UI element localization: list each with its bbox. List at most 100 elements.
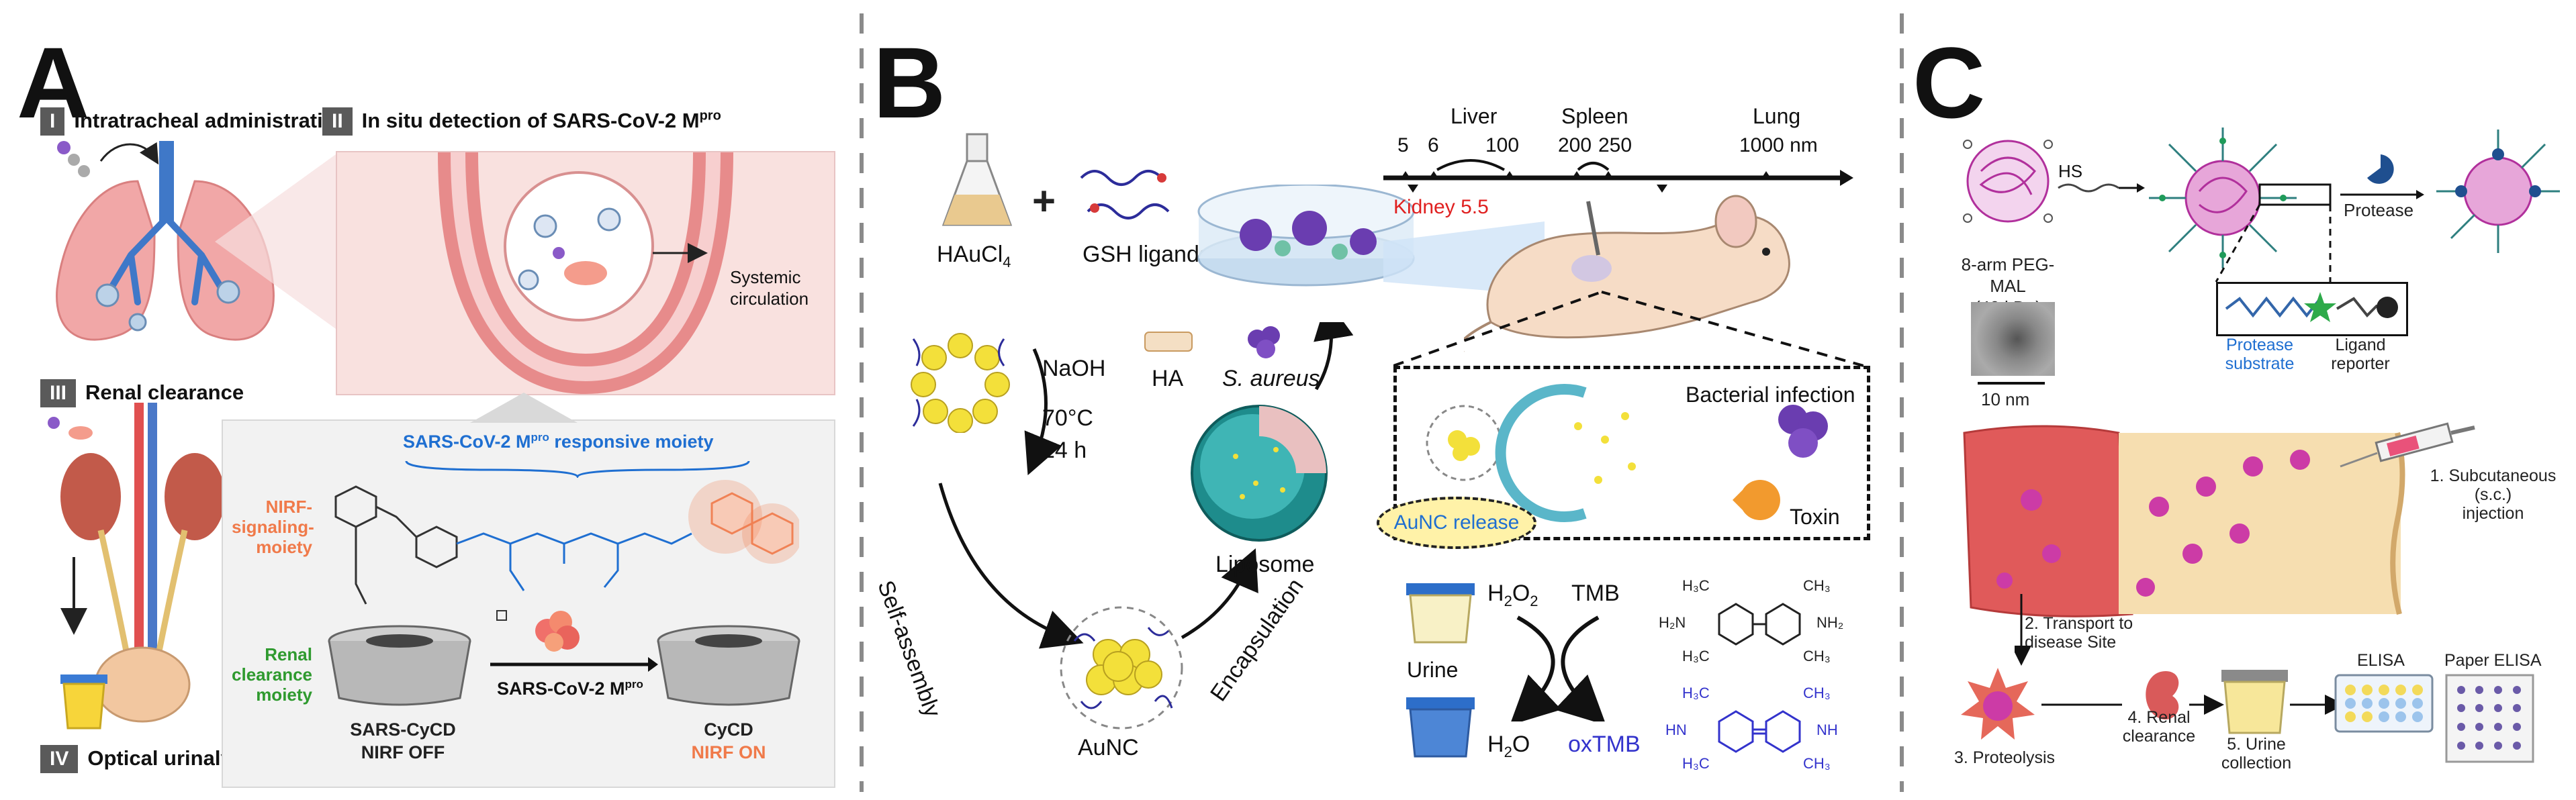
elisa-plate: [2334, 674, 2434, 733]
tick-6: 6: [1428, 134, 1439, 156]
step-i-label: Intratracheal administration: [74, 109, 349, 132]
step-iii-badge: III: [40, 379, 77, 407]
tick-250: 250: [1598, 134, 1632, 156]
oxtmb-group-bl: H₃C: [1682, 755, 1710, 772]
reporter-label: Ligand reporter: [2324, 336, 2397, 373]
oxtmb-group-tr: CH₃: [1803, 685, 1831, 701]
paper-elisa-label: Paper ELISA: [2444, 651, 2542, 670]
tmb-group-ml: H₂N: [1659, 614, 1686, 631]
aunc-ring-icon: [911, 333, 1010, 433]
flask-icon: [941, 133, 1013, 226]
enzyme-sup: pro: [625, 678, 643, 691]
step-ii-badge: II: [322, 107, 353, 136]
tick-5: 5: [1397, 134, 1409, 156]
systemic-line1: Systemic: [730, 267, 801, 287]
proteolysis-label: 3. Proteolysis: [1954, 748, 2056, 767]
proteolysis-icon: [1961, 668, 2035, 740]
reaction-box: [222, 419, 835, 788]
substrate-detail: [2225, 292, 2398, 322]
responsive-brace: [405, 460, 750, 478]
responsive-moiety-suffix: responsive moiety: [549, 432, 714, 452]
hs-arrow: [2058, 183, 2145, 193]
step-ii-label: In situ detection of SARS-CoV-2 M: [361, 109, 700, 132]
tmb-group-mr: NH₂: [1816, 614, 1844, 631]
urine-cup-1: [1406, 583, 1475, 644]
left-compound: SARS-CyCD NIRF OFF: [336, 718, 470, 764]
urine-cup-icon: [60, 674, 107, 730]
toxin-label: Toxin: [1790, 505, 1840, 529]
substrate-line1: Protease: [2225, 336, 2294, 354]
nirf-line3: moiety: [256, 537, 312, 557]
gsh-ligands-icon: [1080, 170, 1170, 219]
renal-c-line2: clearance: [2122, 727, 2196, 746]
triangle-connector: [470, 393, 578, 423]
oxtmb-group-ml: HN: [1665, 721, 1687, 738]
peg-line1: 8-arm PEG-MAL: [1961, 254, 2055, 296]
aunc-cluster-icon: [1060, 606, 1183, 730]
peg-polymer-icon: [1963, 140, 2053, 223]
oxtmb-label: oxTMB: [1568, 732, 1641, 757]
paper-elisa-sheet: [2445, 674, 2534, 763]
right-compound-name: CyCD: [704, 719, 753, 740]
substrate-label: Protease substrate: [2216, 336, 2303, 373]
protease-icon: [2367, 154, 2394, 184]
tmb-group-tr: CH₃: [1803, 577, 1831, 594]
injection-line1: 1. Subcutaneous (s.c.): [2430, 466, 2557, 504]
infection-zoom-lines: [1393, 291, 1864, 367]
organ-spleen: Spleen: [1561, 104, 1628, 128]
responsive-moiety-text: SARS-CoV-2 M: [403, 432, 531, 452]
hs-label: HS: [2058, 161, 2083, 181]
h2o-sub: 2: [1504, 743, 1512, 760]
s-aureus-label: S. aureus: [1222, 366, 1320, 391]
step-ii: II In situ detection of SARS-CoV-2 Mpro: [322, 107, 721, 136]
petri-dish: [1197, 185, 1415, 287]
tmb-label: TMB: [1571, 581, 1620, 606]
liposome-label: Liposome: [1215, 552, 1315, 577]
responsive-moiety-label: SARS-CoV-2 Mpro responsive moiety: [403, 431, 714, 452]
ha-label: HA: [1152, 366, 1184, 391]
urine-c-line1: 5. Urine: [2227, 735, 2286, 754]
cyclodextrin-left: [328, 625, 471, 706]
kidney-icon: [2146, 671, 2179, 720]
h2o2-sub2: 2: [1530, 592, 1538, 609]
left-compound-name: SARS-CyCD: [350, 719, 456, 740]
scale-bar: [1978, 382, 2045, 385]
step-ii-sup: pro: [699, 108, 721, 123]
renal-c-line1: 4. Renal: [2127, 708, 2191, 727]
nirf-moiety-label: NIRF- signaling- moiety: [232, 497, 314, 557]
h2o2-label: H2O2: [1487, 581, 1538, 610]
nirf-line1: NIRF-: [265, 497, 312, 517]
ha-icon: [1144, 332, 1193, 352]
naoh-conditions: NaOH 70°C 24 h: [1042, 352, 1105, 466]
nirf-line2: signaling-: [232, 517, 314, 537]
release-label: AuNC release: [1393, 511, 1520, 534]
left-compound-state: NIRF OFF: [361, 742, 445, 762]
transport-line1: 2. Transport to: [2025, 614, 2133, 633]
kidney-label: Kidney 5.5: [1393, 196, 1489, 218]
transport-line2: disease Site: [2025, 633, 2117, 652]
injection-line2: injection: [2462, 504, 2524, 523]
alveolus-detail: Systemic circulation: [336, 151, 835, 395]
urine-c-line2: collection: [2221, 754, 2292, 772]
tem-image: [1971, 302, 2055, 376]
tissue-illustration: [1963, 425, 2405, 617]
oxtmb-group-tl: H₃C: [1682, 685, 1710, 701]
urine-cup-2: [1406, 697, 1475, 758]
sars-cycd-structure: [334, 480, 799, 621]
renal-line2: clearance: [232, 664, 312, 685]
precursor-label: HAuCl4: [937, 242, 1011, 271]
organ-liver: Liver: [1451, 104, 1498, 128]
nanosensor-right: [2436, 130, 2560, 253]
urine-label: Urine: [1407, 658, 1459, 682]
right-compound-state: NIRF ON: [691, 742, 766, 762]
ligand-label: GSH ligands: [1083, 242, 1211, 267]
protease-cluster-icon: [535, 611, 580, 652]
zoom-rect: [2215, 183, 2332, 283]
h2o2-h: H: [1487, 581, 1504, 606]
h2o-o: O: [1512, 732, 1530, 757]
h2o2-o: O: [1512, 581, 1530, 606]
mouse-illustration: [1464, 195, 1790, 352]
tmb-structure: [1718, 603, 1801, 646]
